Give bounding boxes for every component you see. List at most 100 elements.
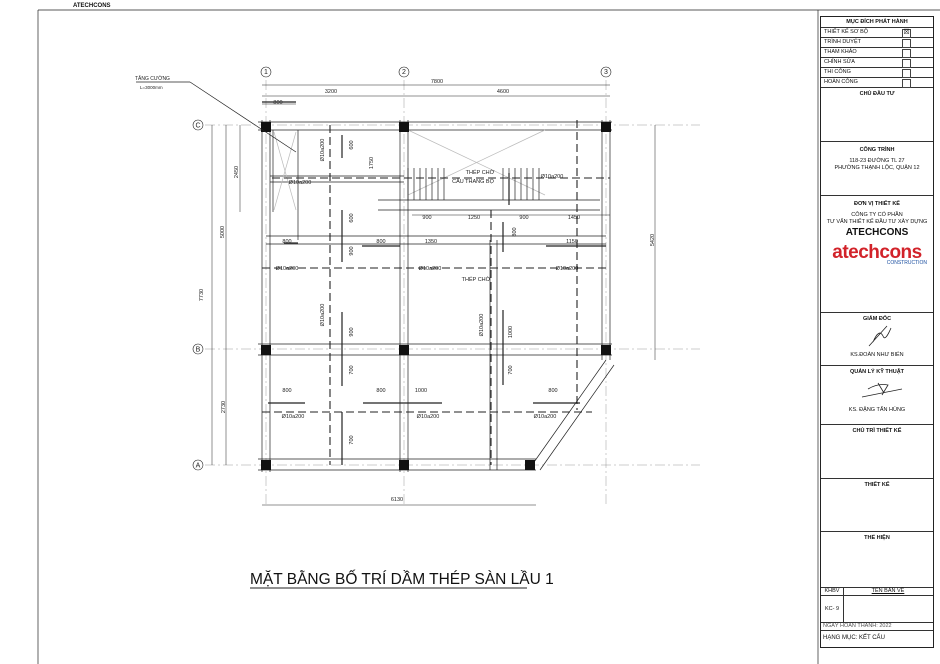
purpose-label: THIẾT KẾ SƠ BỘ — [824, 29, 869, 35]
beam-edge-diagonal — [539, 364, 615, 471]
project-header: CÔNG TRÌNH — [859, 147, 895, 153]
drawing-label: 900 — [422, 215, 431, 221]
category: HẠNG MỤC: KẾT CẤU — [823, 635, 885, 641]
note-reinforce: TĂNG CƯỜNG — [135, 75, 170, 82]
company-logo: atechcons — [821, 242, 933, 264]
purpose-label: HOÀN CÔNG — [824, 79, 858, 85]
purpose-checkbox[interactable] — [902, 69, 911, 78]
drawing-label: Ø10a200 — [276, 266, 299, 272]
drawing-label: 700 — [508, 365, 514, 374]
lead-header: CHỦ TRÌ THIẾT KẾ — [852, 428, 902, 434]
drawing-label: Ø10a200 — [541, 174, 564, 180]
purpose-label: TRÌNH DUYỆT — [824, 39, 861, 45]
purpose-header: MỤC ĐÍCH PHÁT HÀNH — [846, 19, 908, 25]
drawing-label: 7730 — [199, 289, 205, 301]
drawing-label: 1250 — [468, 215, 480, 221]
purpose-item: THAM KHẢO — [821, 48, 933, 58]
purpose-checkbox[interactable]: ☒ — [902, 29, 911, 38]
drawing-label: 800 — [282, 388, 291, 394]
design-header: THIẾT KẾ — [864, 482, 890, 488]
drawing-label: THÉP CHỜ — [462, 276, 491, 283]
column — [261, 122, 271, 132]
drawing-label: 5420 — [650, 234, 656, 246]
drawing-label: 1000 — [508, 326, 514, 338]
drawing-label: 1450 — [568, 215, 580, 221]
drawing-label: 4600 — [497, 89, 509, 95]
drawing-label: Ø10a200 — [417, 414, 440, 420]
logo-text: atechcons — [832, 242, 922, 263]
drawing-label: 2730 — [221, 401, 227, 413]
drawing-label: 900 — [349, 246, 355, 255]
drafter-header: THỂ HIỆN — [864, 535, 890, 541]
purpose-item: CHỈNH SỬA — [821, 58, 933, 68]
column — [399, 345, 409, 355]
drawing-label: Ø10a200 — [556, 266, 579, 272]
drawing-label: 800 — [548, 388, 557, 394]
note-leader — [189, 81, 297, 153]
tech-header: QUẢN LÝ KỸ THUẬT — [849, 369, 905, 375]
drawing-label: 1000 — [415, 388, 427, 394]
drawing-label: 1750 — [369, 157, 375, 169]
logo-sub: CONSTRUCTION — [886, 260, 927, 266]
drawing-label: Ø10a200 — [419, 266, 442, 272]
drawing-label: 900 — [519, 215, 528, 221]
drawing-label: 2450 — [234, 166, 240, 178]
drawing-label: 900 — [349, 327, 355, 336]
drawing-label: 600 — [349, 140, 355, 149]
drawing-label: 800 — [273, 100, 282, 106]
khbv-row: KHBV TÊN BẢN VẼ — [821, 588, 933, 596]
grid-bubble — [260, 66, 272, 78]
purpose-header-cell: MỤC ĐÍCH PHÁT HÀNH — [821, 17, 933, 28]
drawing-label: CẦU THANG BỘ — [452, 178, 494, 185]
drawing-label: 700 — [349, 435, 355, 444]
grid-bubble — [192, 343, 204, 355]
drawing-label: Ø10a200 — [282, 414, 305, 420]
company-name: ATECHCONS — [845, 227, 909, 238]
purpose-label: THAM KHẢO — [824, 49, 857, 55]
designer-header: ĐƠN VỊ THIẾT KẾ — [854, 201, 900, 207]
grid-bubble — [192, 459, 204, 471]
director-header: GIÁM ĐỐC — [862, 316, 892, 322]
purpose-checkbox[interactable] — [902, 79, 911, 88]
drawing-label: 1350 — [425, 239, 437, 245]
drawing-label: 1150 — [566, 239, 578, 245]
column — [601, 345, 611, 355]
purpose-label: THI CÔNG — [824, 69, 851, 75]
grid-label-col: 1 — [264, 69, 268, 76]
note-length: L=3000mm — [140, 85, 163, 90]
purpose-checkbox[interactable] — [902, 49, 911, 58]
drawing-label: THÉP CHỜ — [466, 169, 495, 176]
drawing-label: 6130 — [391, 497, 403, 503]
grid-label-row: C — [195, 123, 200, 130]
purpose-item: THI CÔNG — [821, 68, 933, 78]
column — [399, 460, 409, 470]
design-cell: THIẾT KẾ — [821, 479, 933, 532]
sheet-code: KC- 9 — [821, 596, 844, 623]
drafter-cell: THỂ HIỆN — [821, 532, 933, 588]
stair-cross — [407, 129, 546, 196]
opening-cross — [273, 131, 297, 211]
purpose-list: THIẾT KẾ SƠ BỘ ☒ TRÌNH DUYỆT THAM KHẢO CHỈNH… — [821, 28, 933, 88]
drawing-title: MẶT BẰNG BỐ TRÍ DẦM THÉP SÀN LẦU 1 — [250, 570, 554, 588]
drawing-label: 600 — [349, 213, 355, 222]
drawing-label: Ø10a200 — [320, 139, 326, 162]
grid-label-row: B — [196, 347, 201, 354]
grid-label-row: A — [196, 463, 201, 470]
column — [261, 345, 271, 355]
purpose-checkbox[interactable] — [902, 39, 911, 48]
column — [601, 122, 611, 132]
khbv-label: KHBV — [821, 588, 844, 596]
signature-director-icon — [868, 325, 892, 347]
designer-cell: ĐƠN VỊ THIẾT KẾ CÔNG TY CỔ PHẦN TƯ VẤN T… — [821, 196, 933, 313]
purpose-item: HOÀN CÔNG — [821, 78, 933, 88]
purpose-checkbox[interactable] — [902, 59, 911, 68]
purpose-item: TRÌNH DUYỆT — [821, 38, 933, 48]
sheet-code-row: KC- 9 — [821, 596, 933, 623]
grid-bubble — [600, 66, 612, 78]
grid-label-col: 2 — [402, 69, 406, 76]
drawing-label: Ø10a200 — [320, 304, 326, 327]
purpose-item: THIẾT KẾ SƠ BỘ ☒ — [821, 28, 933, 38]
column — [261, 460, 271, 470]
